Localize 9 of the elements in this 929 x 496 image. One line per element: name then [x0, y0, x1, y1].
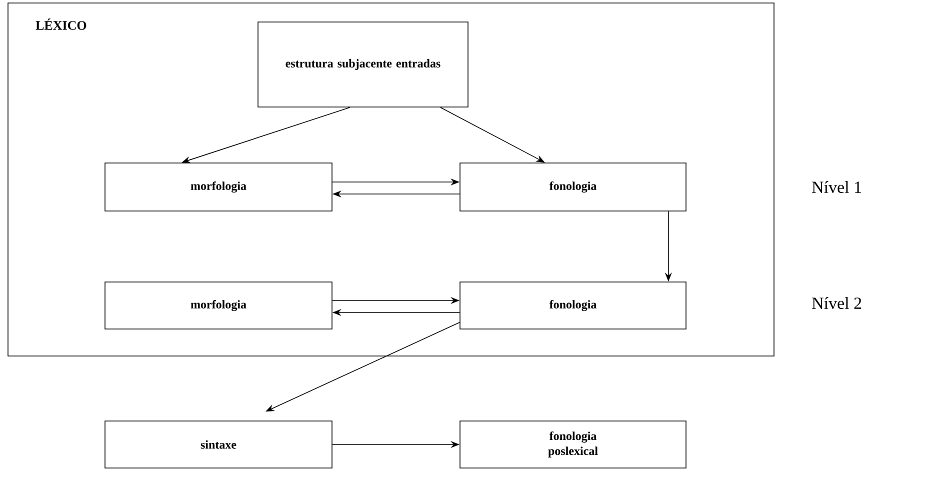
process-box: fonologia — [460, 162, 686, 212]
level-label: Nível 2 — [812, 297, 862, 309]
process-box: morfologia — [104, 282, 332, 330]
process-box: fonologia poslexical — [460, 420, 686, 468]
process-box: morfologia — [104, 162, 332, 212]
process-box: sintaxe — [104, 420, 332, 468]
level-label: Nível 1 — [812, 181, 862, 193]
process-box: fonologia — [460, 282, 686, 330]
process-box: estrutura subjacente entradas — [258, 22, 468, 108]
